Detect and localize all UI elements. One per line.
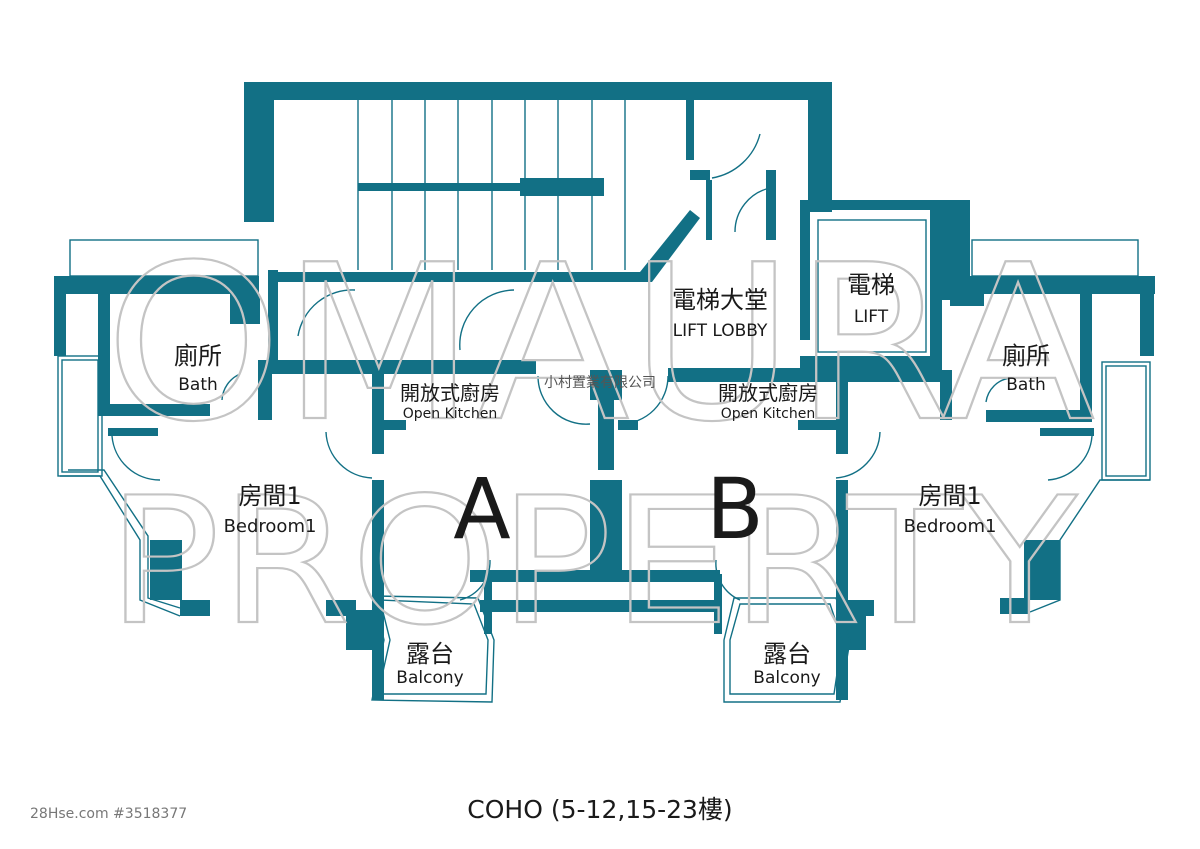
kitchen-a-label-en: Open Kitchen (403, 406, 497, 422)
bedroom-a-label-en: Bedroom1 (224, 516, 317, 537)
room-labels: 電梯大堂 LIFT LOBBY 電梯 LIFT 廁所 Bath 廁所 Bath … (174, 271, 1050, 688)
kitchen-a-label-zh: 開放式廚房 (400, 381, 500, 405)
source-credit: 28Hse.com #3518377 (30, 806, 188, 822)
kitchen-b-label-zh: 開放式廚房 (718, 381, 818, 405)
bath-a-label-zh: 廁所 (174, 342, 222, 370)
lift-lobby-label-zh: 電梯大堂 (672, 286, 768, 314)
walls (54, 82, 1155, 700)
unit-b-label: B (706, 460, 764, 558)
bath-b-label-en: Bath (1006, 375, 1046, 395)
balcony-a-label-en: Balcony (396, 668, 463, 688)
watermark-line1: OMAURA (105, 218, 1095, 469)
plan-caption: COHO (5-12,15-23樓) (467, 795, 733, 824)
unit-a-label: A (453, 460, 510, 558)
watermark-line2: PROPERTY (107, 461, 1078, 664)
bedroom-a-label-zh: 房間1 (238, 482, 301, 510)
kitchen-b-label-en: Open Kitchen (721, 406, 815, 422)
balcony-a-label-zh: 露台 (406, 640, 454, 668)
watermark-company: 小村置業有限公司 (544, 375, 656, 391)
bedroom-b-label-zh: 房間1 (918, 482, 981, 510)
bedroom-b-label-en: Bedroom1 (904, 516, 997, 537)
balcony-b-label-en: Balcony (753, 668, 820, 688)
bath-a-label-en: Bath (178, 375, 218, 395)
lift-lobby-label-en: LIFT LOBBY (673, 321, 768, 341)
watermark: OMAURA PROPERTY 小村置業有限公司 (104, 217, 1096, 665)
bath-b-label-zh: 廁所 (1002, 342, 1050, 370)
lift-label-zh: 電梯 (847, 271, 895, 299)
lift-label-en: LIFT (854, 307, 889, 327)
thin-lines (57, 100, 1151, 703)
balcony-b-label-zh: 露台 (763, 640, 811, 668)
